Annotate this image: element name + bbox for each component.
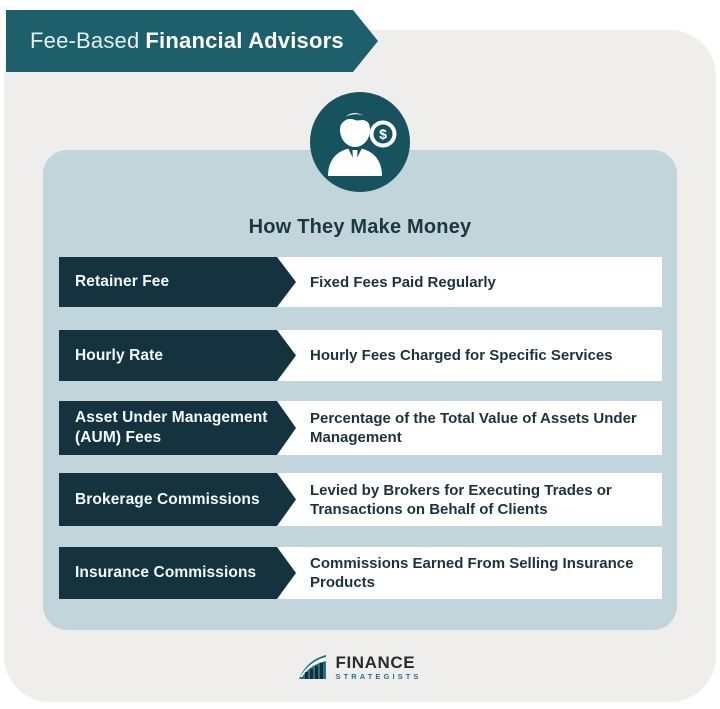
description-box: Percentage of the Total Value of Assets … [272, 401, 662, 455]
row-description: Hourly Fees Charged for Specific Service… [310, 347, 613, 364]
description-box: Levied by Brokers for Executing Trades o… [272, 473, 662, 526]
title-banner: Fee-Based Financial Advisors [6, 10, 378, 72]
arrow-label: Hourly Rate [59, 330, 296, 381]
logo-strategists: STRATEGISTS [335, 671, 422, 681]
row-label: Brokerage Commissions [75, 490, 260, 508]
row-label: Retainer Fee [75, 273, 170, 290]
row-label: Asset Under Management (AUM) Fees [75, 409, 268, 446]
row-retainer-fee: Fixed Fees Paid Regularly Retainer Fee [59, 257, 662, 307]
arrow-label: Retainer Fee [59, 257, 296, 307]
row-aum-fees: Percentage of the Total Value of Assets … [59, 401, 662, 455]
logo-text: FINANCE STRATEGISTS [335, 654, 421, 681]
title-regular: Fee-Based [30, 28, 140, 53]
row-description: Fixed Fees Paid Regularly [310, 273, 496, 291]
row-hourly-rate: Hourly Fees Charged for Specific Service… [59, 330, 662, 381]
logo-finance: FINANCE [335, 652, 416, 672]
row-description: Percentage of the Total Value of Assets … [310, 410, 637, 446]
row-description: Commissions Earned From Selling Insuranc… [310, 555, 634, 591]
description-box: Fixed Fees Paid Regularly [272, 257, 662, 307]
advisor-icon-svg: $ [328, 113, 397, 176]
section-heading: How They Make Money [248, 216, 472, 238]
row-insurance-commissions: Commissions Earned From Selling Insuranc… [59, 547, 662, 599]
arrow-label: Insurance Commissions [59, 547, 296, 599]
row-label: Hourly Rate [75, 346, 164, 364]
row-label: Insurance Commissions [75, 564, 257, 581]
title-bold: Financial Advisors [145, 28, 344, 53]
row-description: Levied by Brokers for Executing Trades o… [310, 481, 612, 518]
bar-chart-growth-logo-icon [299, 655, 327, 679]
arrow-label: Brokerage Commissions [59, 473, 296, 526]
row-brokerage-commissions: Levied by Brokers for Executing Trades o… [59, 473, 662, 526]
advisor-with-dollar-coin-icon: $ [310, 92, 410, 192]
svg-text:$: $ [379, 126, 387, 142]
arrow-label: Asset Under Management (AUM) Fees [59, 401, 296, 455]
content-card: How They Make Money Fixed Fees Paid Regu… [43, 150, 677, 630]
description-box: Hourly Fees Charged for Specific Service… [272, 330, 662, 381]
description-box: Commissions Earned From Selling Insuranc… [272, 547, 662, 599]
brand-logo: FINANCE STRATEGISTS [0, 652, 720, 682]
